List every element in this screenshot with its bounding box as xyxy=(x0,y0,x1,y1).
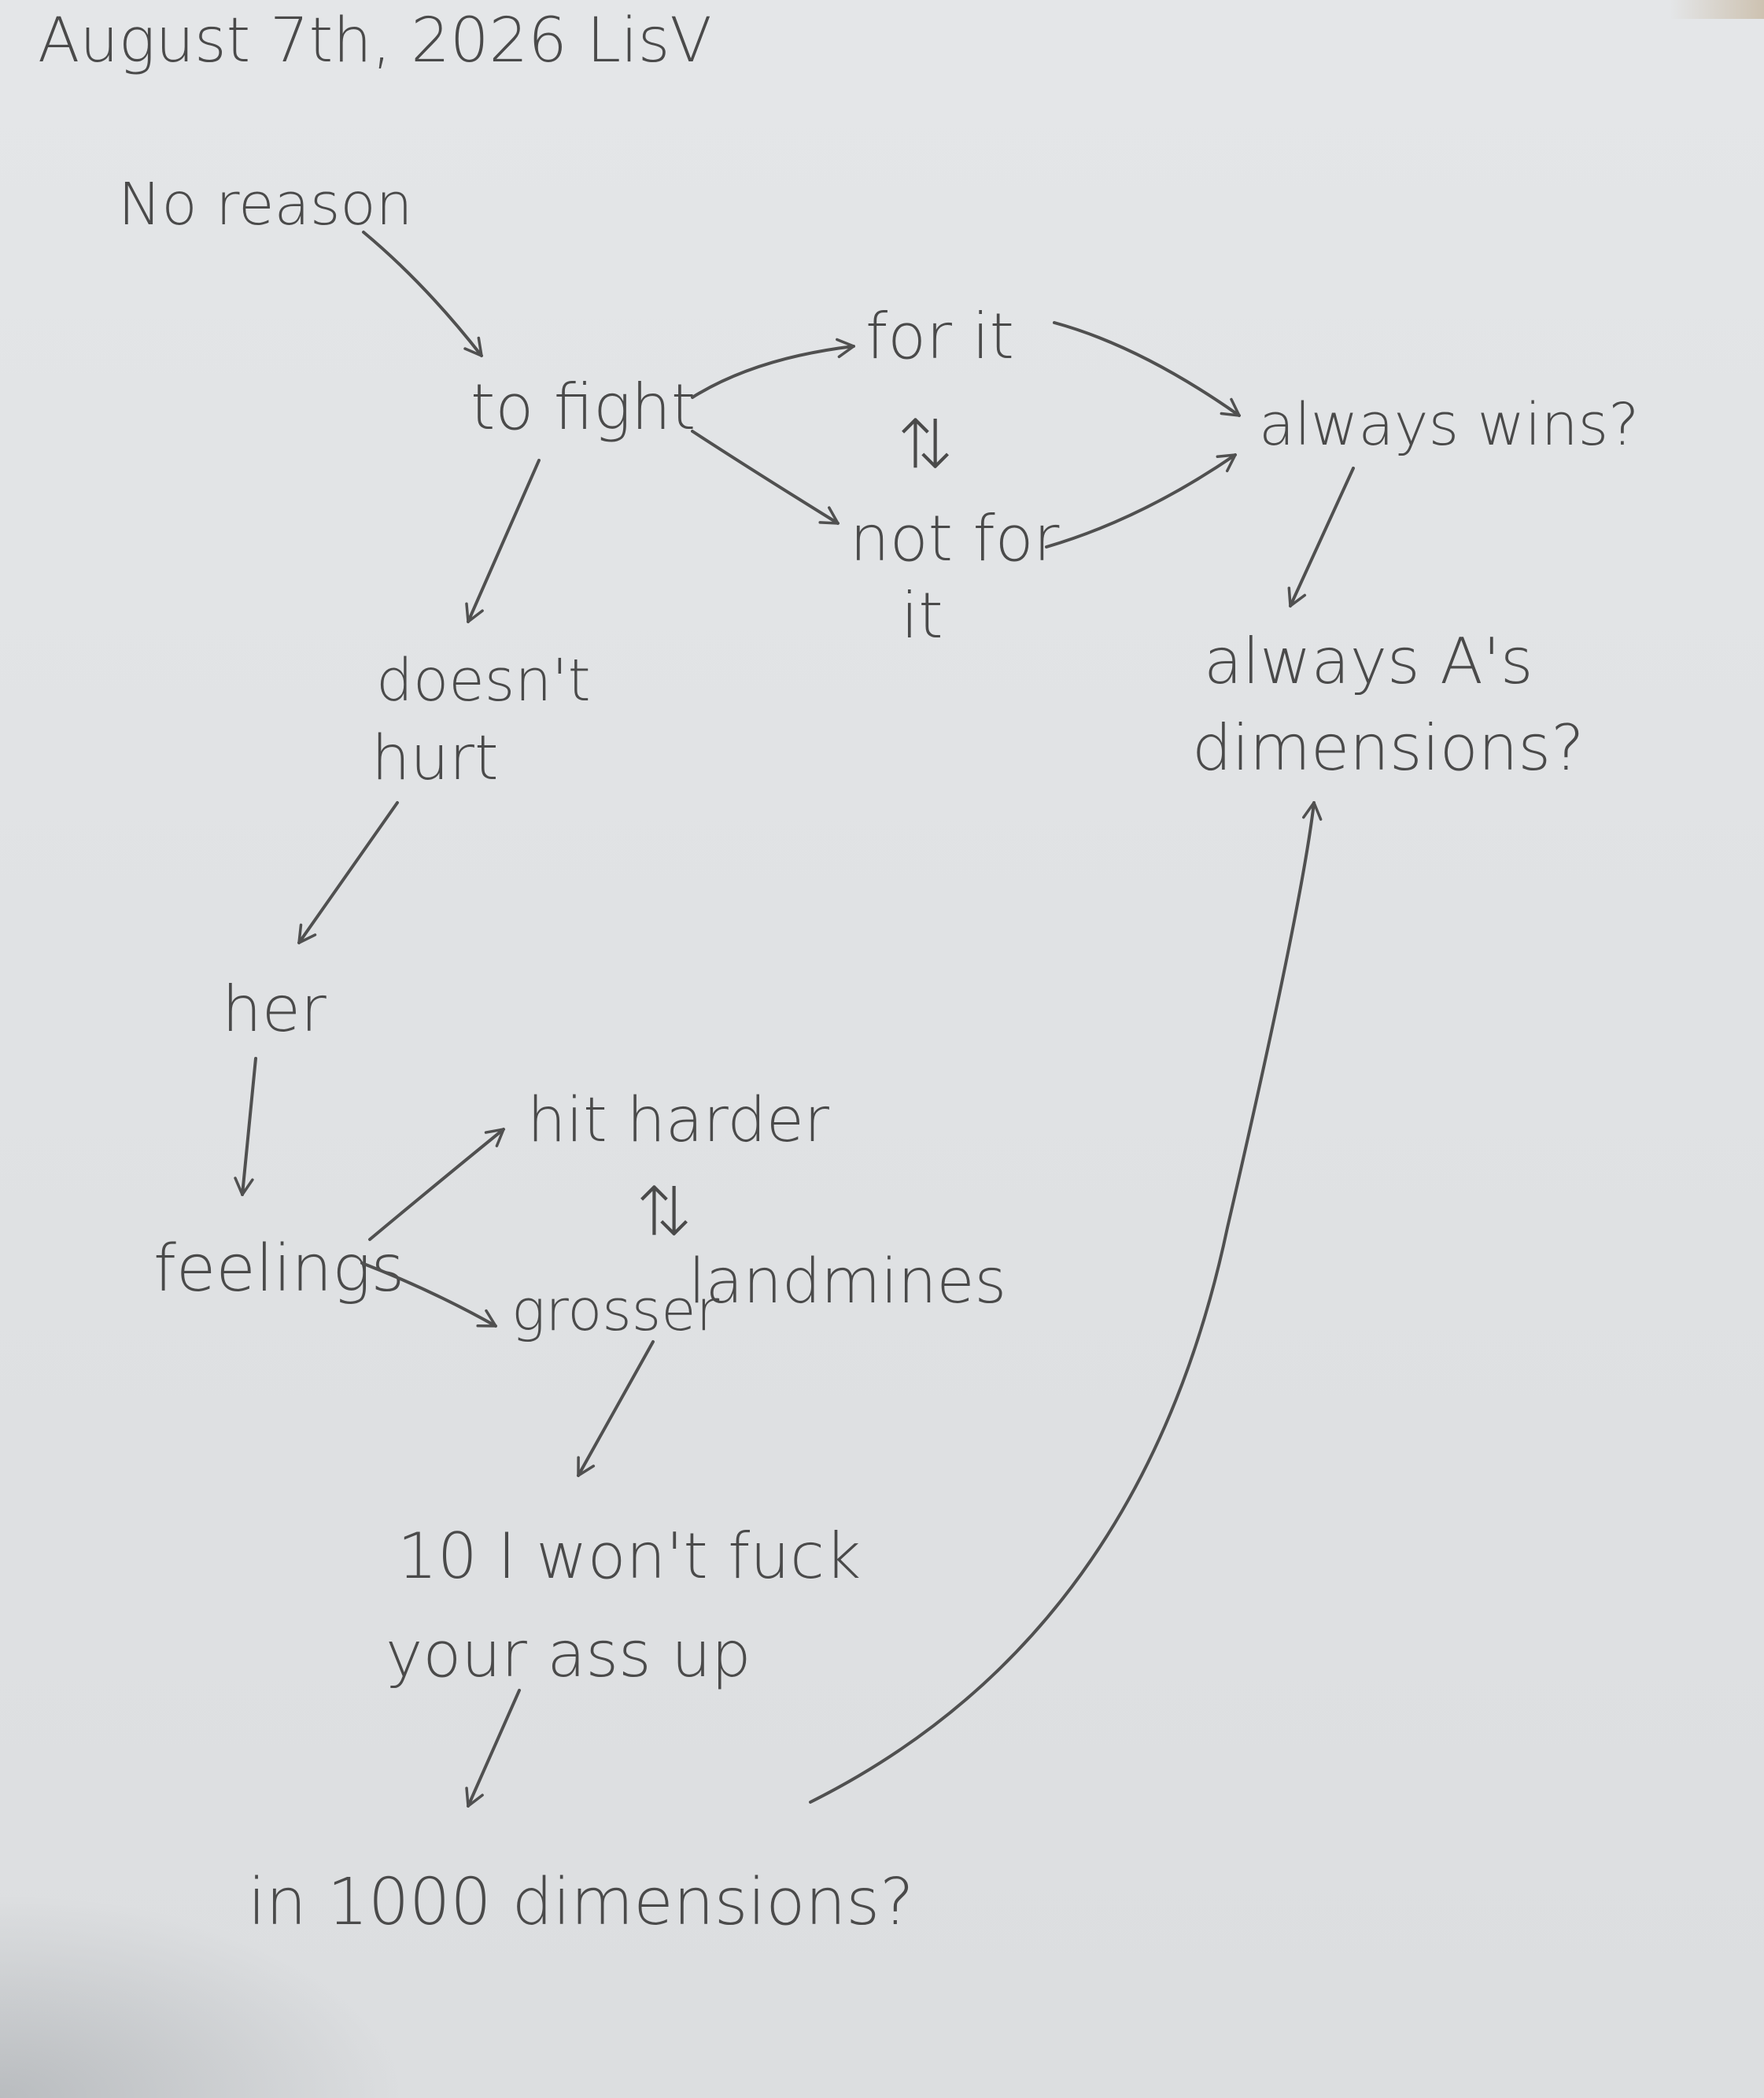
node-always-a-2: dimensions? xyxy=(1192,711,1585,785)
node-landmines: landmines xyxy=(688,1247,1006,1317)
node-always-a-1: always A's xyxy=(1204,625,1533,698)
node-no-reason: No reason xyxy=(118,171,413,238)
node-wont-1: 10 I won't fuck xyxy=(397,1520,861,1593)
node-in-1000: in 1000 dimensions? xyxy=(248,1865,914,1940)
arrow-feelings-to-grosser xyxy=(360,1261,497,1328)
swap-icon-2: ⇅ xyxy=(636,1169,692,1248)
node-for-it: for it xyxy=(865,300,1014,373)
arrow-feelings-to-hit-harder xyxy=(368,1128,505,1241)
arrow-fight-to-doesnt xyxy=(465,459,541,623)
page-edge xyxy=(1670,0,1764,19)
node-grosser: grosser xyxy=(511,1277,720,1343)
arrow-wont-to-in-1000 xyxy=(465,1689,521,1808)
node-not-for-it-2: it xyxy=(901,579,943,652)
node-feelings: feelings xyxy=(153,1232,404,1306)
swap-icon-1: ⇅ xyxy=(897,402,954,481)
arrow-grosser-to-wont xyxy=(577,1340,655,1477)
arrow-doesnt-to-her xyxy=(297,801,399,944)
date-author-label: August 7th, 2026 LisV xyxy=(38,6,712,76)
arrow-for-it-to-always-wins xyxy=(1053,321,1241,417)
arrow-always-wins-to-always-a xyxy=(1287,467,1355,608)
node-doesnt-1: doesn't xyxy=(376,647,591,715)
node-hit-harder: hit harder xyxy=(527,1085,829,1156)
node-her: her xyxy=(222,973,327,1046)
arrow-in-1000-to-always-a xyxy=(809,801,1323,1804)
arrow-fight-to-not-for-it xyxy=(691,430,840,525)
arrow-not-for-it-to-always-wins xyxy=(1045,453,1237,549)
arrow-fight-to-for-it xyxy=(691,338,855,399)
arrow-her-to-feelings xyxy=(234,1057,257,1196)
node-not-for-it-1: not for xyxy=(850,502,1060,575)
node-doesnt-2: hurt xyxy=(371,723,499,794)
node-always-wins: always wins? xyxy=(1259,391,1639,459)
arrow-noreason-to-fight xyxy=(362,231,483,357)
node-wont-2: your ass up xyxy=(386,1618,751,1691)
node-to-fight: to fight xyxy=(471,371,696,444)
